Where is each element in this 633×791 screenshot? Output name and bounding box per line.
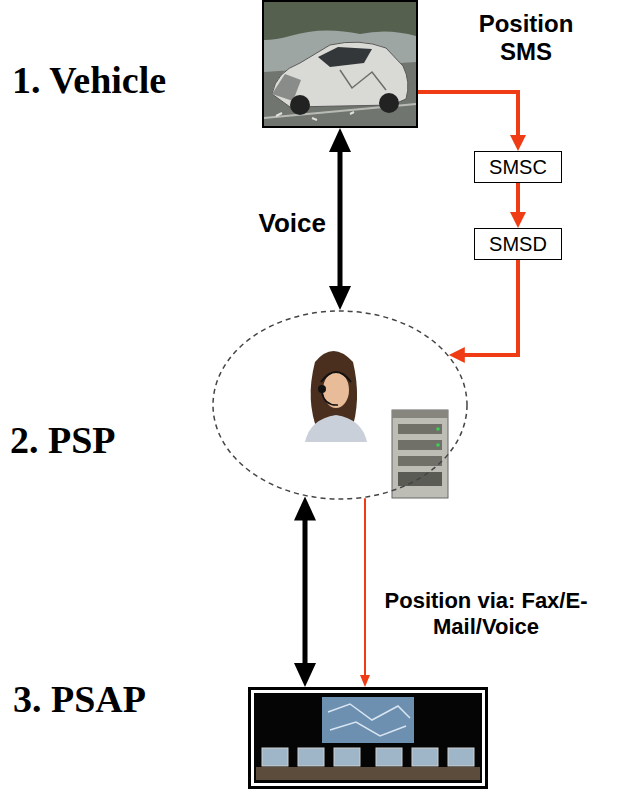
connector-arrow <box>418 92 526 151</box>
arrow-head <box>294 663 316 687</box>
photo-wheel <box>379 93 399 113</box>
ellipse-outline <box>212 310 468 500</box>
connector-line <box>462 260 518 355</box>
connector-line <box>516 183 520 215</box>
server-light <box>436 443 440 447</box>
photo-dents <box>340 70 386 90</box>
headset-mic <box>322 393 338 405</box>
stage-label: 3. PSAP <box>13 677 146 721</box>
vehicle-photo-frame: 1. Vehicle <box>262 0 418 128</box>
arrow-head <box>510 135 526 151</box>
connector-label: Voice <box>236 208 326 238</box>
connector-arrow <box>329 128 351 310</box>
monitor <box>262 748 288 766</box>
arrow-head <box>329 128 351 152</box>
ellipse-outline-path <box>213 311 467 499</box>
server-top <box>392 410 448 418</box>
connector-label: Position via: Fax/E-Mail/Voice <box>380 588 592 640</box>
stage-label: 1. Vehicle <box>12 58 166 102</box>
operator-face <box>323 372 349 408</box>
server-light <box>436 427 440 431</box>
dashed-ellipse: 2. PSP <box>212 310 468 500</box>
connector-line <box>418 92 518 138</box>
room-background <box>254 693 482 783</box>
box-label: SMSD <box>475 229 561 259</box>
crash-photo <box>264 2 416 126</box>
psap-photo-frame: 3. PSAP <box>248 687 488 789</box>
server-picture <box>392 410 448 498</box>
photo-car-window <box>318 47 372 67</box>
box-label: SMSC <box>475 152 561 182</box>
screen-map-lines <box>328 704 410 736</box>
connector-arrow <box>449 260 518 363</box>
monitor <box>376 748 402 766</box>
photo-trees <box>264 2 416 40</box>
connector-label: Position SMS <box>456 10 596 66</box>
photo-wheel <box>290 95 310 115</box>
monitor <box>334 748 360 766</box>
wall-screen <box>322 697 414 743</box>
monitor <box>412 748 438 766</box>
connector-arrow <box>510 183 526 228</box>
connector-line <box>303 516 308 668</box>
console-desk <box>256 767 480 780</box>
connector-arrow <box>294 496 316 687</box>
connector-line <box>364 498 366 677</box>
headset-earpiece <box>318 385 326 393</box>
server-case <box>392 410 448 498</box>
control-room-picture <box>254 693 482 783</box>
operator-picture <box>305 351 367 442</box>
monitor <box>298 748 324 766</box>
stage-label: 2. PSP <box>10 418 116 462</box>
server-bay <box>398 456 442 466</box>
monitor <box>448 748 474 766</box>
connector-arrow <box>360 498 370 687</box>
headset-band <box>321 372 351 382</box>
process-box: SMSD <box>474 228 562 260</box>
photo-sky <box>264 2 416 126</box>
connector-line <box>338 147 343 291</box>
operator-shoulders <box>305 415 367 442</box>
server-bay <box>398 472 442 486</box>
server-bay <box>398 440 442 450</box>
arrow-head <box>294 496 316 520</box>
arrow-head <box>360 675 370 687</box>
photo-debris <box>276 112 354 120</box>
arrow-head <box>329 286 351 310</box>
server-bay <box>398 424 442 434</box>
process-box: SMSC <box>474 151 562 183</box>
arrow-head <box>510 212 526 228</box>
